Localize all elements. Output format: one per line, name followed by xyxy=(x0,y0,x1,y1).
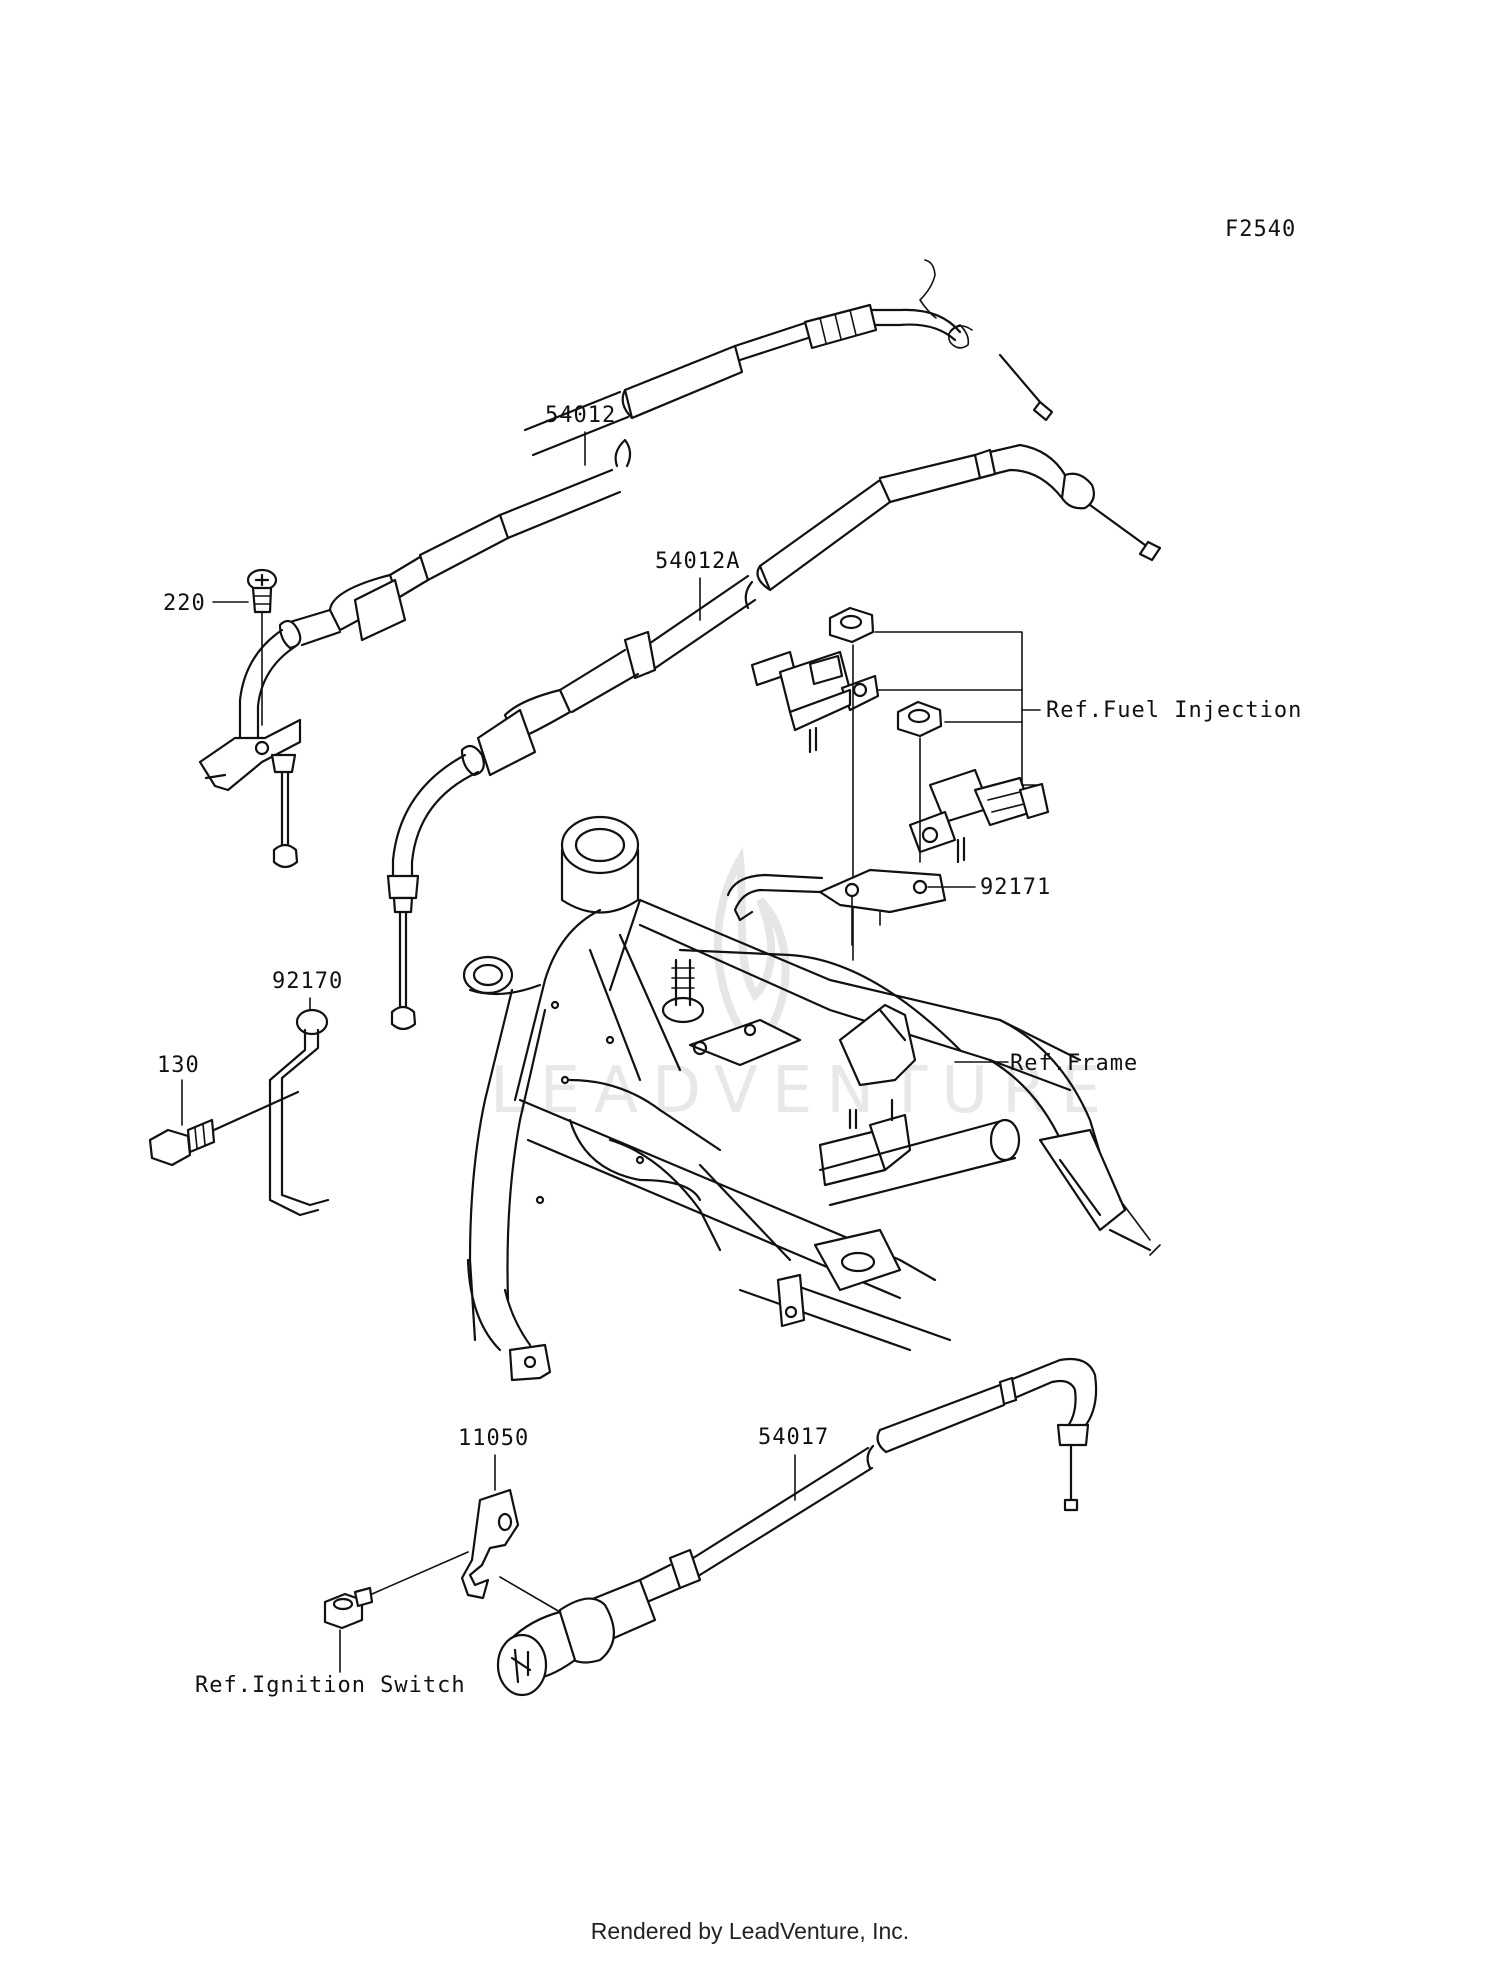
diagram-code: F2540 xyxy=(1225,217,1296,242)
footer-credit: Rendered by LeadVenture, Inc. xyxy=(590,1918,910,1944)
label-220: 220 xyxy=(163,591,206,616)
label-130: 130 xyxy=(157,1053,200,1078)
bolt-220 xyxy=(246,568,278,614)
cable-54012A xyxy=(386,443,1162,1031)
bolt-130 xyxy=(148,1090,300,1167)
frame-assembly xyxy=(462,815,1161,1382)
cable-54017 xyxy=(496,1357,1098,1697)
label-54012A: 54012A xyxy=(655,549,740,574)
label-54012: 54012 xyxy=(545,403,616,428)
label-92171: 92171 xyxy=(980,875,1051,900)
label-ref-ignition-switch: Ref.Ignition Switch xyxy=(195,1673,466,1698)
label-ref-fuel-injection: Ref.Fuel Injection xyxy=(1046,698,1302,723)
fuel-injection-sensors xyxy=(750,606,1050,961)
clip-92170 xyxy=(268,1008,330,1217)
cable-54012 xyxy=(198,259,1054,869)
bracket-11050 xyxy=(460,1488,520,1600)
bracket-92171 xyxy=(726,868,947,946)
ignition-switch-nut xyxy=(323,1551,469,1630)
label-ref-frame: Ref.Frame xyxy=(1010,1051,1138,1076)
label-92170: 92170 xyxy=(272,969,343,994)
watermark-flame-icon xyxy=(713,847,790,1057)
leader-11050-to-knob xyxy=(499,1576,561,1613)
label-11050: 11050 xyxy=(458,1426,529,1451)
label-54017: 54017 xyxy=(758,1425,829,1450)
leader-fuel-injection xyxy=(874,631,1041,786)
